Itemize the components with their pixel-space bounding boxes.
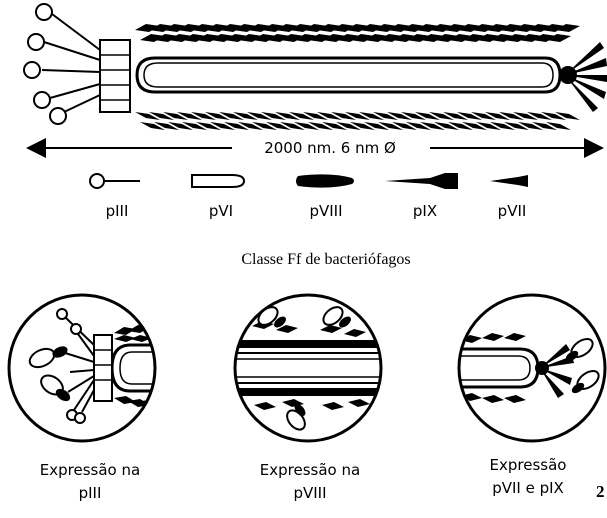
- legend-pix-label: pIX: [413, 202, 437, 220]
- expression-pvii-pix-line1: Expressão: [490, 456, 567, 474]
- legend-piii-label: pIII: [106, 202, 129, 220]
- legend-pvii-icon: [490, 175, 528, 187]
- expression-piii-line1: Expressão na: [40, 461, 140, 479]
- phage-particle: [24, 4, 607, 130]
- legend-pix-icon: [385, 173, 458, 189]
- pviii-coat-bottom: [135, 112, 580, 130]
- length-arrow: 2000 nm. 6 nm Ø: [30, 139, 600, 157]
- expression-pvii-pix-line2: pVII e pIX: [492, 479, 564, 497]
- length-label: 2000 nm. 6 nm Ø: [264, 139, 396, 157]
- pviii-coat-top: [135, 24, 580, 42]
- corner-number: 2: [596, 482, 605, 501]
- legend-pvii-label: pVII: [498, 202, 527, 220]
- expression-piii-line2: pIII: [79, 484, 102, 502]
- caption: Classe Ff de bacteriófagos: [241, 251, 410, 268]
- legend-pviii-label: pVIII: [309, 202, 342, 220]
- expression-captions: Expressão na pIII Expressão na pVIII Exp…: [40, 456, 567, 502]
- legend-piii-icon: [90, 174, 140, 188]
- legend-pvi-icon: [192, 175, 244, 187]
- legend-pvi-label: pVI: [209, 202, 233, 220]
- display-circle-piii: [9, 295, 164, 441]
- expression-pviii-line2: pVIII: [293, 484, 326, 502]
- legend-pviii-icon: [296, 174, 354, 187]
- display-circle-pviii: [230, 295, 390, 441]
- piii-proteins: [24, 4, 100, 124]
- protein-legend: pIII pVI pVIII pIX pVII: [90, 173, 528, 220]
- pvi-left-end: [100, 40, 130, 112]
- expression-pviii-line1: Expressão na: [260, 461, 360, 479]
- display-circle-pvii-pix: [450, 295, 605, 441]
- pvii-pix-right-end: [559, 42, 607, 112]
